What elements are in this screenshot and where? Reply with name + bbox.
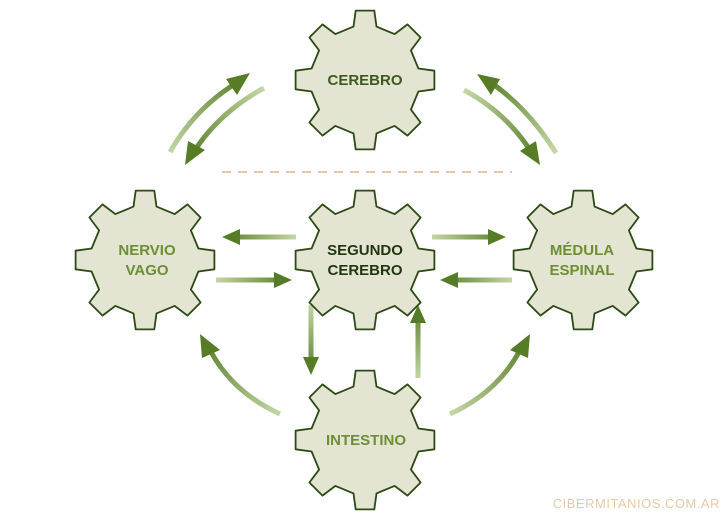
arrow-intestino-to-segundo [410, 305, 426, 378]
gear-segundo-cerebro-label: SEGUNDO CEREBRO [327, 242, 403, 279]
gear-label-line: CEREBRO [327, 72, 402, 89]
gear-cerebro-label: CEREBRO [327, 72, 402, 89]
arrow-medula-to-segundo [440, 272, 512, 288]
gear-intestino: INTESTINO [294, 369, 436, 511]
gear-medula-espinal-label: MÉDULA ESPINAL [549, 242, 614, 279]
gear-label-line: ESPINAL [549, 262, 614, 279]
gear-label-line: INTESTINO [326, 432, 406, 449]
gear-cerebro-shape [294, 9, 436, 151]
gear-nervio-vago-shape [74, 189, 216, 331]
watermark-text: CIBERMITANIOS.COM.AR [552, 496, 720, 511]
gear-label-line: CEREBRO [327, 262, 402, 279]
arrow-medula-to-cerebro [477, 74, 559, 155]
arrow-intestino-to-nervio [200, 334, 282, 417]
arrow-nervio-to-segundo [216, 272, 292, 288]
gear-label-line: MÉDULA [550, 242, 614, 259]
arrow-intestino-to-medula [448, 334, 530, 417]
gear-nervio-vago: NERVIO VAGO [74, 189, 216, 331]
gear-segundo-cerebro-shape [294, 189, 436, 331]
arrow-segundo-to-intestino [303, 305, 319, 375]
gear-segundo-cerebro: SEGUNDO CEREBRO [294, 189, 436, 331]
gear-label-line: NERVIO [118, 242, 176, 259]
gear-intestino-shape [294, 369, 436, 511]
arrow-nervio-to-cerebro [167, 73, 250, 154]
arrow-cerebro-to-nervio [185, 85, 266, 165]
arrow-cerebro-to-medula [462, 87, 540, 165]
gear-label-line: VAGO [125, 262, 168, 279]
gear-medula-espinal: MÉDULA ESPINAL [512, 189, 654, 331]
gear-medula-espinal-shape [512, 189, 654, 331]
arrow-segundo-to-medula [432, 229, 506, 245]
gear-nervio-vago-label: NERVIO VAGO [118, 242, 176, 279]
arrow-segundo-to-nervio [222, 229, 296, 245]
gear-label-line: SEGUNDO [327, 242, 403, 259]
gear-cerebro: CEREBRO [294, 9, 436, 151]
gear-intestino-label: INTESTINO [326, 432, 406, 449]
